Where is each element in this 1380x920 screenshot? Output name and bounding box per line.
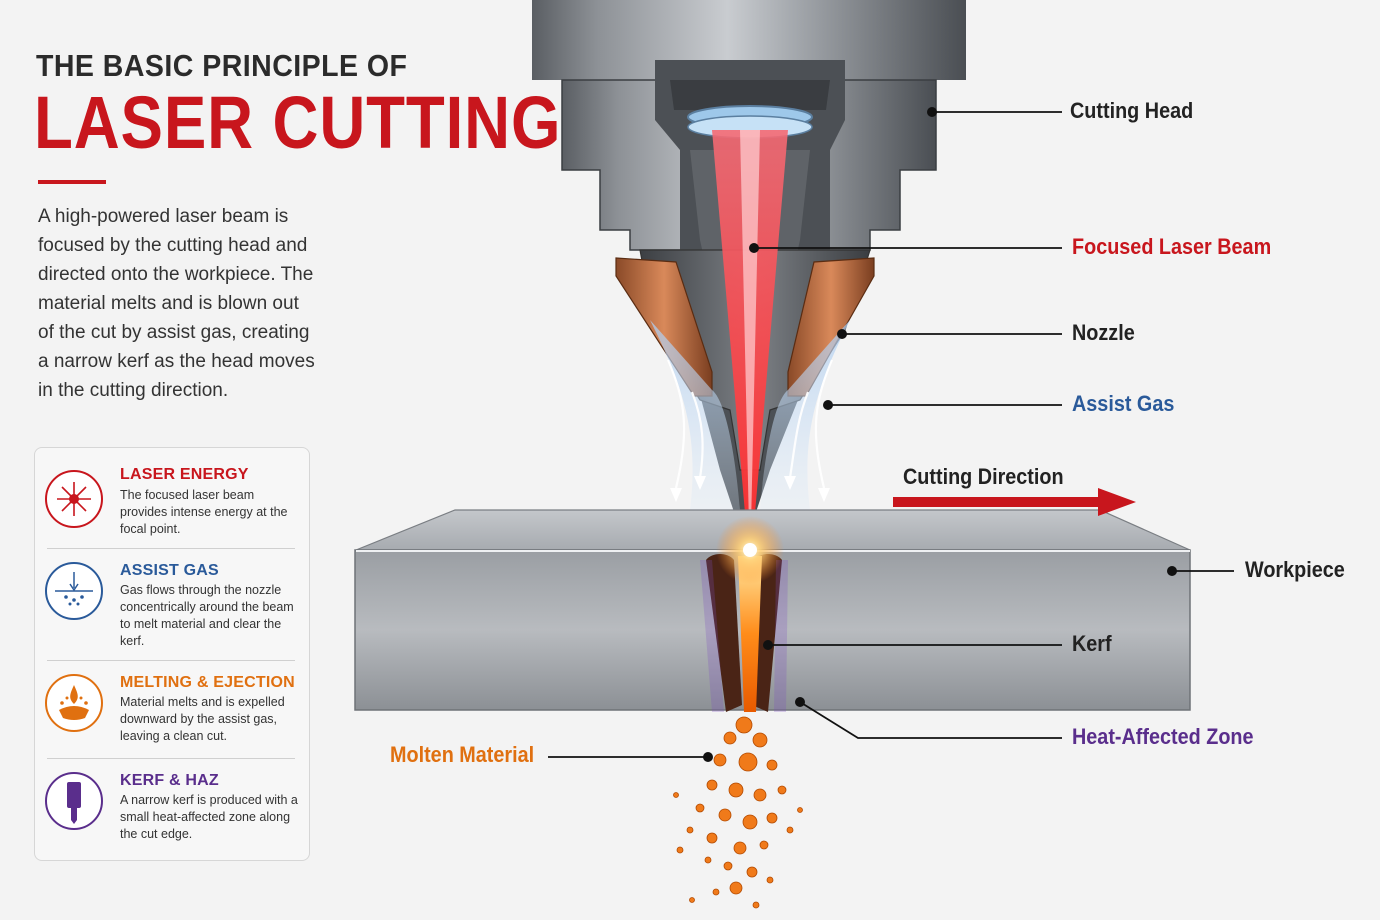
laser-burst-icon <box>45 470 103 528</box>
feature-heading: KERF & HAZ <box>120 772 219 789</box>
feature-text: A narrow kerf is produced with a small h… <box>120 793 298 841</box>
feature-text: The focused laser beam provides intense … <box>120 488 288 536</box>
label-focused-laser-beam: Focused Laser Beam <box>1072 234 1272 259</box>
melt-drop-icon <box>45 674 103 732</box>
intro-paragraph: A high-powered laser beam is focused by … <box>38 206 315 401</box>
molten-droplets <box>673 716 803 909</box>
feature-text: Gas flows through the nozzle concentrica… <box>120 583 294 648</box>
divider <box>47 548 295 549</box>
label-assist-gas: Assist Gas <box>1072 391 1175 416</box>
label-workpiece: Workpiece <box>1245 557 1345 582</box>
kerf-channel <box>738 556 762 712</box>
label-cutting-direction: Cutting Direction <box>903 464 1064 489</box>
label-heat-affected-zone: Heat-Affected Zone <box>1072 724 1254 749</box>
divider <box>47 758 295 759</box>
assist-gas-left <box>650 320 740 510</box>
feature-heading: ASSIST GAS <box>120 562 219 579</box>
title-underline <box>38 180 106 184</box>
divider <box>47 660 295 661</box>
feature-heading: MELTING & EJECTION <box>120 674 295 691</box>
label-kerf: Kerf <box>1072 631 1112 656</box>
kerf-icon <box>45 772 103 830</box>
label-nozzle: Nozzle <box>1072 320 1135 345</box>
gas-flow-icon <box>45 562 103 620</box>
kerf-wall-left <box>706 554 742 712</box>
page-title: LASER CUTTING <box>34 81 562 164</box>
feature-text: Material melts and is expelled downward … <box>120 695 285 743</box>
cutting-direction-arrow <box>893 497 1103 507</box>
feature-heading: LASER ENERGY <box>120 466 249 483</box>
features-card: LASER ENERGY The focused laser beam prov… <box>34 447 310 861</box>
label-cutting-head: Cutting Head <box>1070 98 1194 123</box>
title-line-1: THE BASIC PRINCIPLE OF <box>36 48 408 83</box>
label-molten-material: Molten Material <box>390 742 535 767</box>
assist-gas-right <box>760 320 850 510</box>
